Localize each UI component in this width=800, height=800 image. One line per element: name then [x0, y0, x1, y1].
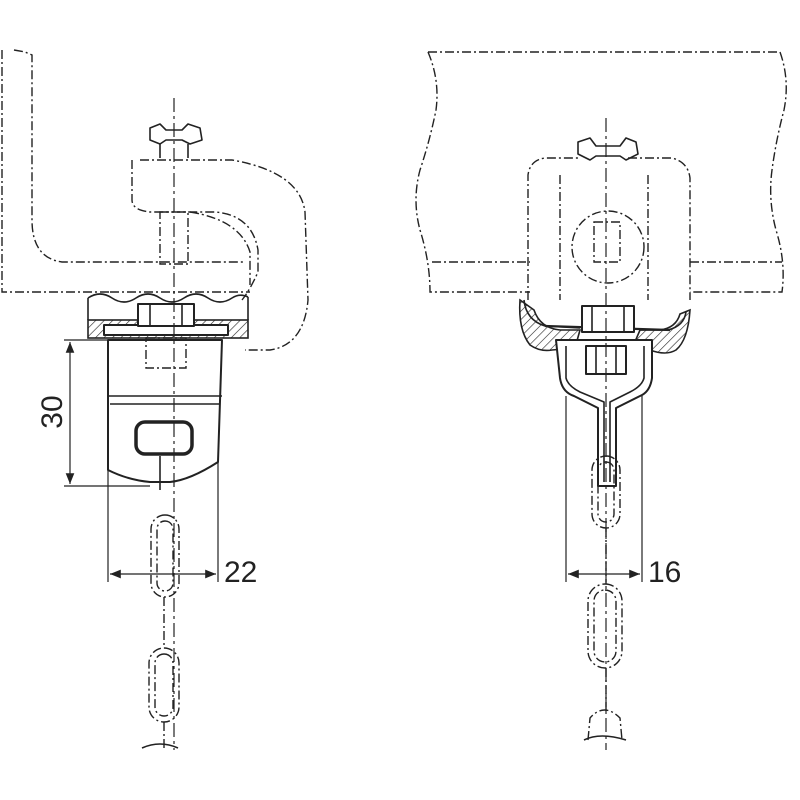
right-view: 16 [415, 51, 787, 750]
left-wing-screw [149, 123, 203, 265]
dimension-22-label: 22 [224, 556, 257, 589]
left-hex-nut [137, 303, 195, 327]
dimension-16-label: 16 [648, 556, 681, 589]
right-hex-nut [581, 305, 635, 333]
left-clamp-inner [189, 211, 251, 285]
left-chain [141, 514, 180, 749]
left-view: 30 22 [1, 49, 309, 750]
left-hanger-slot [134, 420, 194, 456]
right-beam-outline [415, 51, 787, 293]
left-beam-outline [13, 49, 245, 263]
left-hanger-body [107, 339, 223, 483]
left-height-dimension: 30 [36, 339, 150, 487]
dimension-30-label: 30 [36, 395, 69, 428]
right-clamp-body [527, 157, 691, 300]
right-clamp-jaw-left [518, 298, 582, 352]
right-chain [583, 455, 627, 741]
right-width-dimension: 16 [565, 396, 681, 589]
left-clamp-body [131, 159, 309, 351]
left-width-dimension: 22 [107, 462, 257, 589]
left-flange-wave [87, 293, 249, 320]
right-wing-screw [577, 137, 639, 161]
left-beam-web-line [1, 50, 110, 293]
